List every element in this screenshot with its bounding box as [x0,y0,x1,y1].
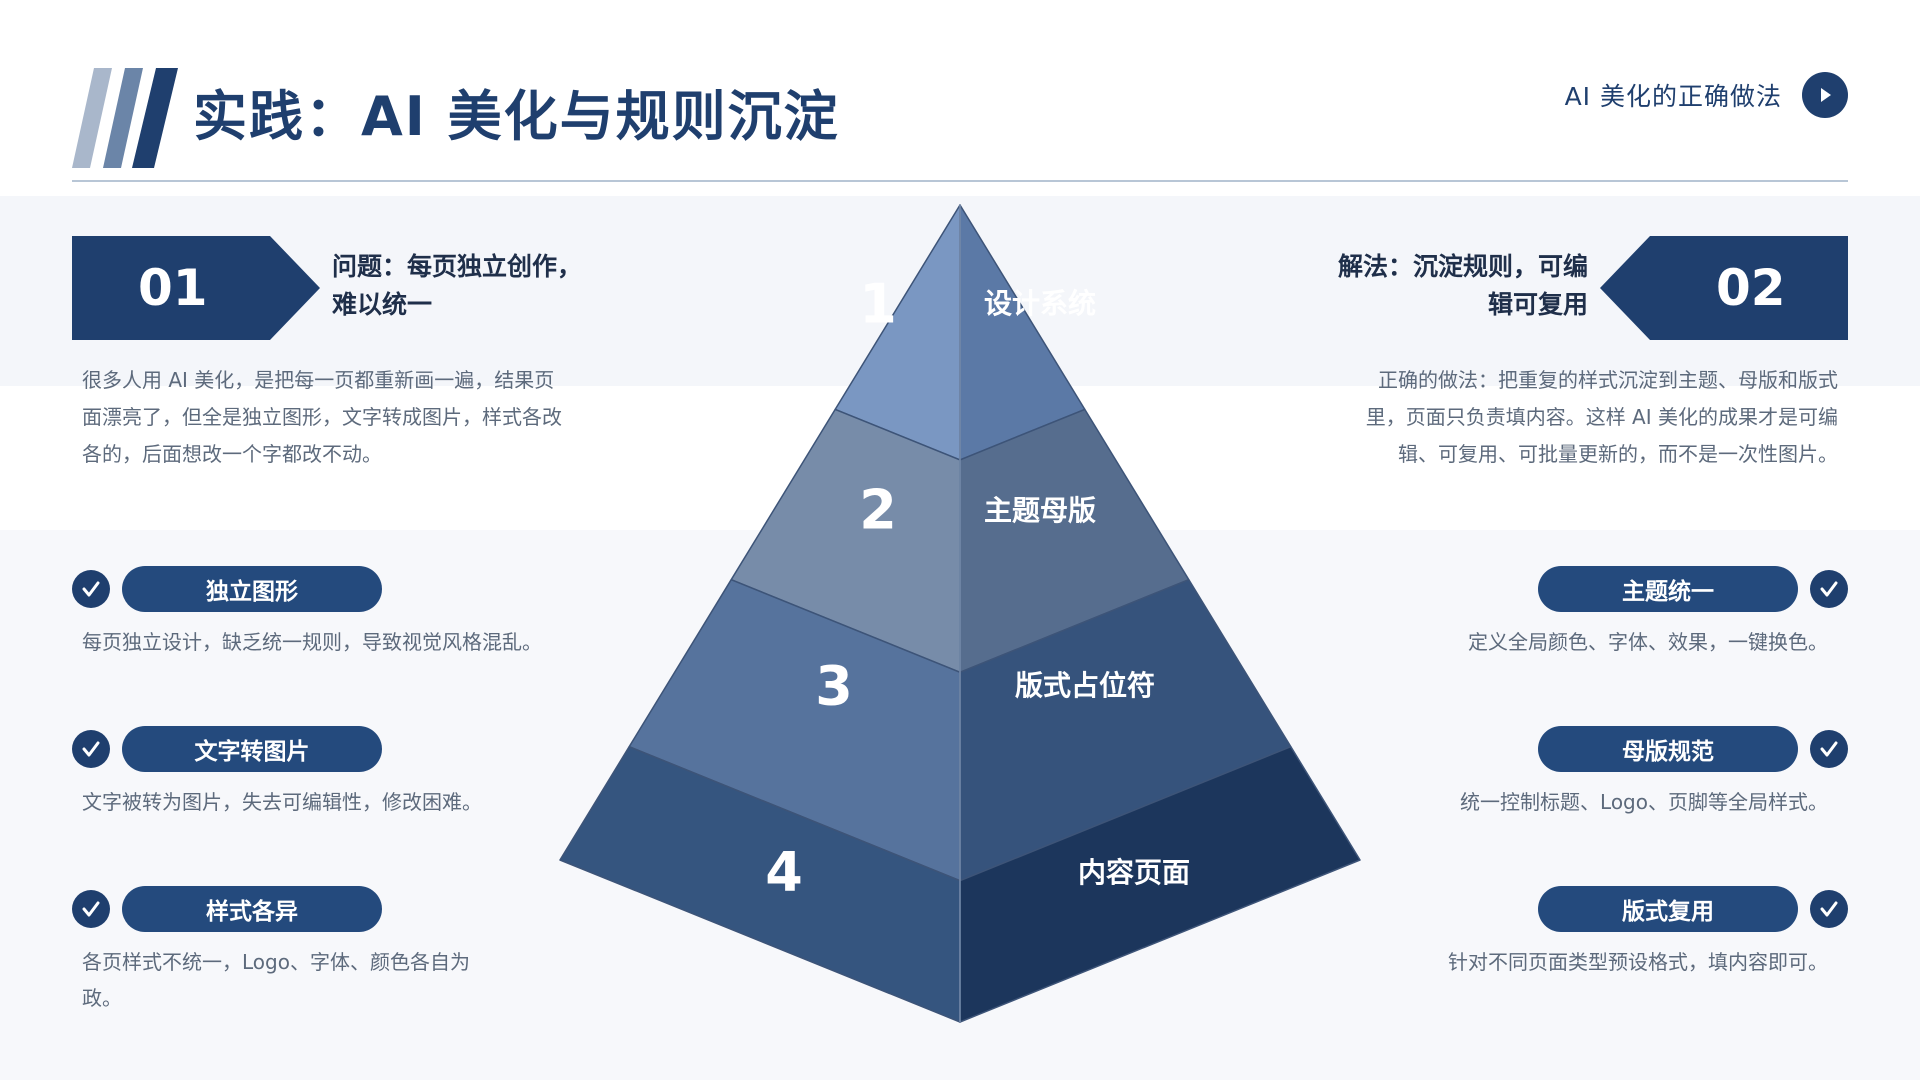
problem-title-line: 问题：每页独立创作， [332,252,583,281]
check-icon [1810,890,1848,928]
solution-body-line: 里，页面只负责填内容。这样 AI 美化的成果才是可编 [1365,405,1838,429]
pyramid-level-1-label: 设计系统 [984,287,1096,320]
feature-description: 定义全局颜色、字体、效果，一键换色。 [1308,624,1828,660]
feature-pill: 文字转图片 [122,726,382,772]
feature-pill: 版式复用 [1538,886,1798,932]
feature-description-line: 每页独立设计，缺乏统一规则，导致视觉风格混乱。 [82,630,542,654]
solution-title-line: 辑可复用 [1487,290,1588,319]
feature-description: 每页独立设计，缺乏统一规则，导致视觉风格混乱。 [82,624,602,660]
feature-independent-graphics: 独立图形 [72,566,592,612]
pyramid-level-3-label: 版式占位符 [1015,669,1155,702]
feature-description: 统一控制标题、Logo、页脚等全局样式。 [1308,784,1828,820]
pyramid-level-4-label: 内容页面 [1078,856,1190,889]
feature-description-line: 定义全局颜色、字体、效果，一键换色。 [1468,630,1828,654]
solution-title: 解法：沉淀规则，可编 辑可复用 [1298,248,1588,324]
page-title: 实践：AI 美化与规则沉淀 [193,85,840,148]
play-button[interactable] [1802,72,1848,118]
feature-description-line: 政。 [82,986,122,1010]
pyramid-level-4-number: 4 [765,841,803,904]
play-icon [1821,88,1831,102]
check-icon [1810,730,1848,768]
problem-body-line: 面漂亮了，但全是独立图形，文字转成图片，样式各改 [82,405,562,429]
problem-title-line: 难以统一 [332,290,433,319]
feature-pill: 样式各异 [122,886,382,932]
pyramid-level-1-number: 1 [859,273,897,336]
section-01-badge: 01 [72,236,320,340]
section-01-number: 01 [138,259,208,317]
feature-unified-theme: 主题统一 [1328,566,1848,612]
solution-body-line: 正确的做法：把重复的样式沉淀到主题、母版和版式 [1378,368,1838,392]
section-02-number: 02 [1716,259,1786,317]
check-icon [72,730,110,768]
feature-pill: 独立图形 [122,566,382,612]
problem-body-line: 各的，后面想改一个字都改不动。 [82,442,382,466]
solution-title-line: 解法：沉淀规则，可编 [1337,252,1588,281]
title-stripes-icon [72,68,178,168]
problem-body: 很多人用 AI 美化，是把每一页都重新画一遍，结果页 面漂亮了，但全是独立图形，… [82,362,612,473]
pyramid-level-2-label: 主题母版 [984,494,1096,527]
pyramid-level-3-number: 3 [815,655,853,718]
section-02-badge: 02 [1600,236,1848,340]
feature-pill: 主题统一 [1538,566,1798,612]
check-icon [1810,570,1848,608]
feature-description-line: 文字被转为图片，失去可编辑性，修改困难。 [82,790,482,814]
problem-body-line: 很多人用 AI 美化，是把每一页都重新画一遍，结果页 [82,368,555,392]
feature-description: 各页样式不统一，Logo、字体、颜色各自为 政。 [82,944,602,1016]
problem-title: 问题：每页独立创作， 难以统一 [332,248,622,324]
check-icon [72,890,110,928]
feature-description: 文字被转为图片，失去可编辑性，修改困难。 [82,784,602,820]
solution-body: 正确的做法：把重复的样式沉淀到主题、母版和版式 里，页面只负责填内容。这样 AI… [1308,362,1838,473]
pyramid-level-2-number: 2 [859,479,897,542]
header-divider [72,180,1848,182]
correct-method-link[interactable]: AI 美化的正确做法 [1565,72,1848,118]
feature-description-line: 统一控制标题、Logo、页脚等全局样式。 [1460,790,1828,814]
correct-method-link-label: AI 美化的正确做法 [1564,82,1782,111]
feature-varied-styles: 样式各异 [72,886,592,932]
solution-body-line: 辑、可复用、可批量更新的，而不是一次性图片。 [1398,442,1838,466]
feature-layout-reuse: 版式复用 [1328,886,1848,932]
feature-description-line: 针对不同页面类型预设格式，填内容即可。 [1448,950,1828,974]
feature-description-line: 各页样式不统一，Logo、字体、颜色各自为 [82,950,470,974]
feature-pill: 母版规范 [1538,726,1798,772]
check-icon [72,570,110,608]
feature-master-standard: 母版规范 [1328,726,1848,772]
feature-text-to-image: 文字转图片 [72,726,592,772]
feature-description: 针对不同页面类型预设格式，填内容即可。 [1308,944,1828,980]
